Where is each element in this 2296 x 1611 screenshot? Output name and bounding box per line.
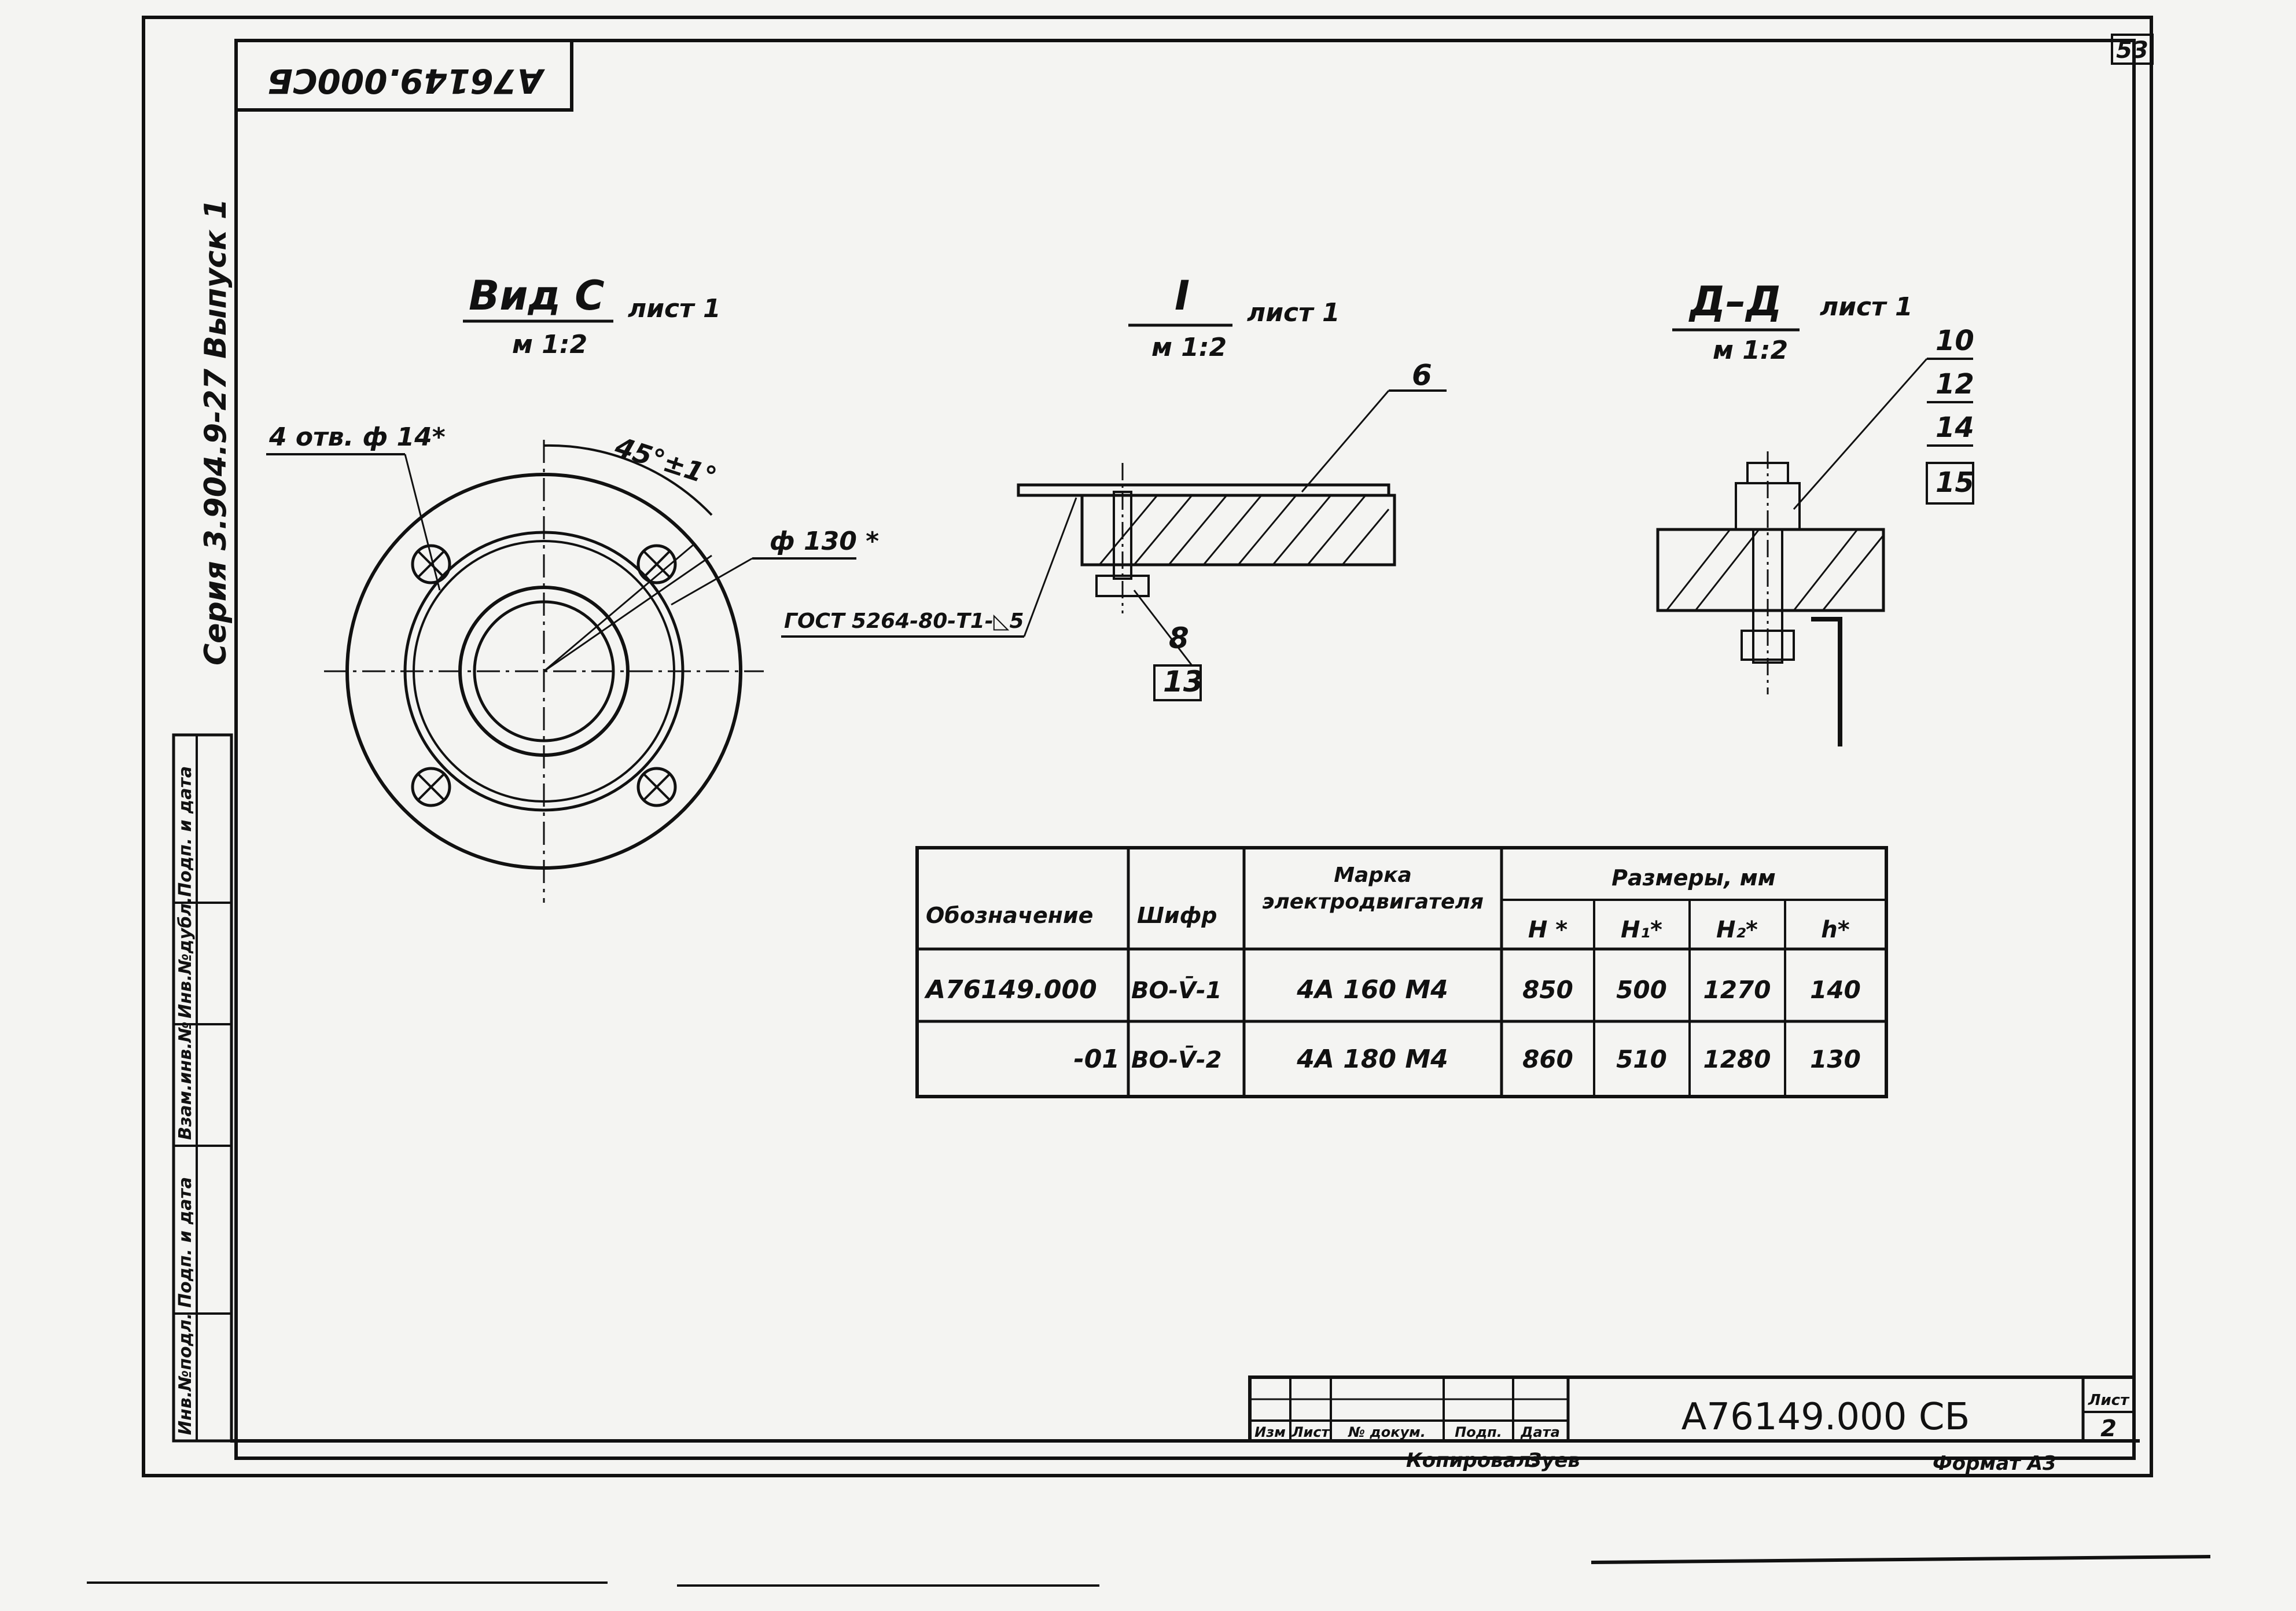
view-c-scale: м 1:2 [512, 330, 587, 359]
cell-h2: 1280 [1703, 1045, 1771, 1073]
cell-code: ВО-V̄-2 [1131, 1046, 1221, 1073]
th-designation: Обозначение [926, 903, 1093, 928]
tb-format: Формат А3 [1933, 1452, 2056, 1475]
th-hs: h* [1821, 917, 1849, 943]
dd-section [1656, 528, 1885, 612]
view-dd-scale: м 1:2 [1713, 336, 1788, 365]
cell-designation: -01 [1074, 1044, 1120, 1074]
page-number: 53 [2116, 37, 2148, 64]
side-series: Серия 3.904.9-27 [198, 368, 233, 665]
tb-designation: А76149.000 СБ [1681, 1396, 1970, 1439]
cell-h: 850 [1522, 976, 1573, 1004]
view-i-ref: лист 1 [1247, 298, 1340, 328]
stamp-cell-1: Инв.№подл. [175, 1313, 196, 1435]
pos-8: 8 [1169, 621, 1189, 655]
th-dims: Размеры, мм [1611, 865, 1776, 891]
cell-code: ВО-V̄-1 [1131, 976, 1221, 1004]
cell-h2: 1270 [1703, 976, 1771, 1004]
holes-label: 4 отв. ф 14* [268, 422, 446, 452]
tb-col-sign: Подп. [1455, 1424, 1502, 1440]
cell-h1: 500 [1616, 976, 1667, 1004]
angle-label: 45°±1° [611, 431, 720, 492]
cell-designation: А76149.000 [924, 975, 1097, 1005]
variants-table: Обозначение Шифр Марка электродвигателя … [915, 846, 1888, 1098]
view-c-title: Вид С [469, 272, 605, 319]
cell-motor: 4А 160 М4 [1296, 975, 1448, 1005]
pos-15: 15 [1936, 466, 1974, 499]
tb-col-izm: Изм [1254, 1424, 1286, 1440]
pos-13: 13 [1163, 665, 1204, 698]
diameter-label: ф 130 * [770, 527, 879, 556]
table-row: -01 ВО-V̄-2 4А 180 М4 860 510 1280 130 [1074, 1044, 1861, 1074]
outer-frame [142, 16, 2153, 1477]
table-row: А76149.000 ВО-V̄-1 4А 160 М4 850 500 127… [924, 975, 1861, 1005]
pos-stack: 10 12 14 15 [1926, 325, 1974, 505]
tb-copied-label: Копировал: [1406, 1449, 1539, 1472]
view-dd: Д–Д м 1:2 лист 1 10 12 14 15 [1656, 278, 1974, 746]
side-stamp: Инв.№подл. Подп. и дата Взам.инв.№ Инв.№… [172, 733, 233, 1443]
cell-hs: 130 [1810, 1045, 1861, 1073]
page-number-box: 53 [2111, 34, 2154, 65]
scan-edge-lines [87, 1555, 2211, 1587]
th-code: Шифр [1137, 903, 1217, 928]
top-designation-box: А76149.000СБ [234, 39, 573, 112]
tb-col-doc: № докум. [1348, 1424, 1426, 1440]
th-h1: Н₁* [1621, 917, 1662, 943]
cell-motor: 4А 180 М4 [1296, 1044, 1448, 1074]
pos-14: 14 [1936, 411, 1974, 444]
plate [1017, 483, 1390, 497]
pos-12: 12 [1936, 368, 1974, 400]
th-motor: Марка электродвигателя [1262, 863, 1484, 914]
view-i-title: I [1175, 272, 1190, 319]
view-i: I м 1:2 лист 1 6 8 13 ГОСТ 5264-80-Т1-◺5 [781, 272, 1447, 701]
stamp-cell-3: Взам.инв.№ [175, 1021, 196, 1140]
tb-col-date: Дата [1520, 1424, 1560, 1440]
tb-sheet-no: 2 [2100, 1415, 2117, 1442]
cell-h: 860 [1522, 1045, 1573, 1073]
th-h: Н * [1528, 917, 1568, 943]
inner-frame [234, 39, 2136, 1460]
view-c-ref: лист 1 [628, 294, 721, 323]
pos-6: 6 [1412, 358, 1432, 392]
tb-col-list: Лист [1292, 1424, 1331, 1440]
cell-hs: 140 [1810, 976, 1861, 1004]
th-h2: Н₂* [1716, 917, 1758, 943]
stamp-cell-5: Подп. и дата [175, 766, 196, 897]
stamp-cell-4: Инв.№дубл. [175, 897, 196, 1018]
title-block: Изм Лист № докум. Подп. Дата А76149.000 … [1248, 1375, 2136, 1475]
pos-10: 10 [1936, 325, 1974, 357]
view-dd-title: Д–Д [1688, 278, 1782, 325]
stamp-cell-2: Подп. и дата [175, 1177, 196, 1308]
view-i-scale: м 1:2 [1151, 333, 1227, 362]
weld-label: ГОСТ 5264-80-Т1-◺5 [784, 609, 1024, 633]
side-issue: Выпуск 1 [198, 198, 233, 359]
tb-copied-sign: Зуев [1527, 1449, 1580, 1472]
view-c: Вид С м 1:2 лист 1 ф 130 * 45°±1° [266, 272, 879, 903]
tb-sheet-label: Лист [2088, 1392, 2130, 1409]
cell-h1: 510 [1616, 1045, 1667, 1073]
top-designation-text: А76149.000СБ [267, 61, 546, 101]
bolt-holes [411, 544, 677, 807]
view-dd-ref: лист 1 [1820, 292, 1913, 322]
